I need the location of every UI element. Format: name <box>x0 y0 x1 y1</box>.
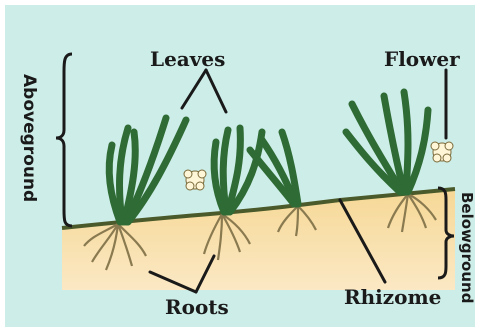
flower-right <box>431 142 453 162</box>
aboveground-label: Aboveground <box>19 74 39 202</box>
roots-label: Roots <box>165 295 229 319</box>
flower-label: Flower <box>384 47 460 71</box>
leaves-label: Leaves <box>150 47 225 71</box>
flower-left <box>184 170 206 190</box>
rhizome-label: Rhizome <box>344 285 441 309</box>
belowground-label: Belowground <box>458 192 476 303</box>
